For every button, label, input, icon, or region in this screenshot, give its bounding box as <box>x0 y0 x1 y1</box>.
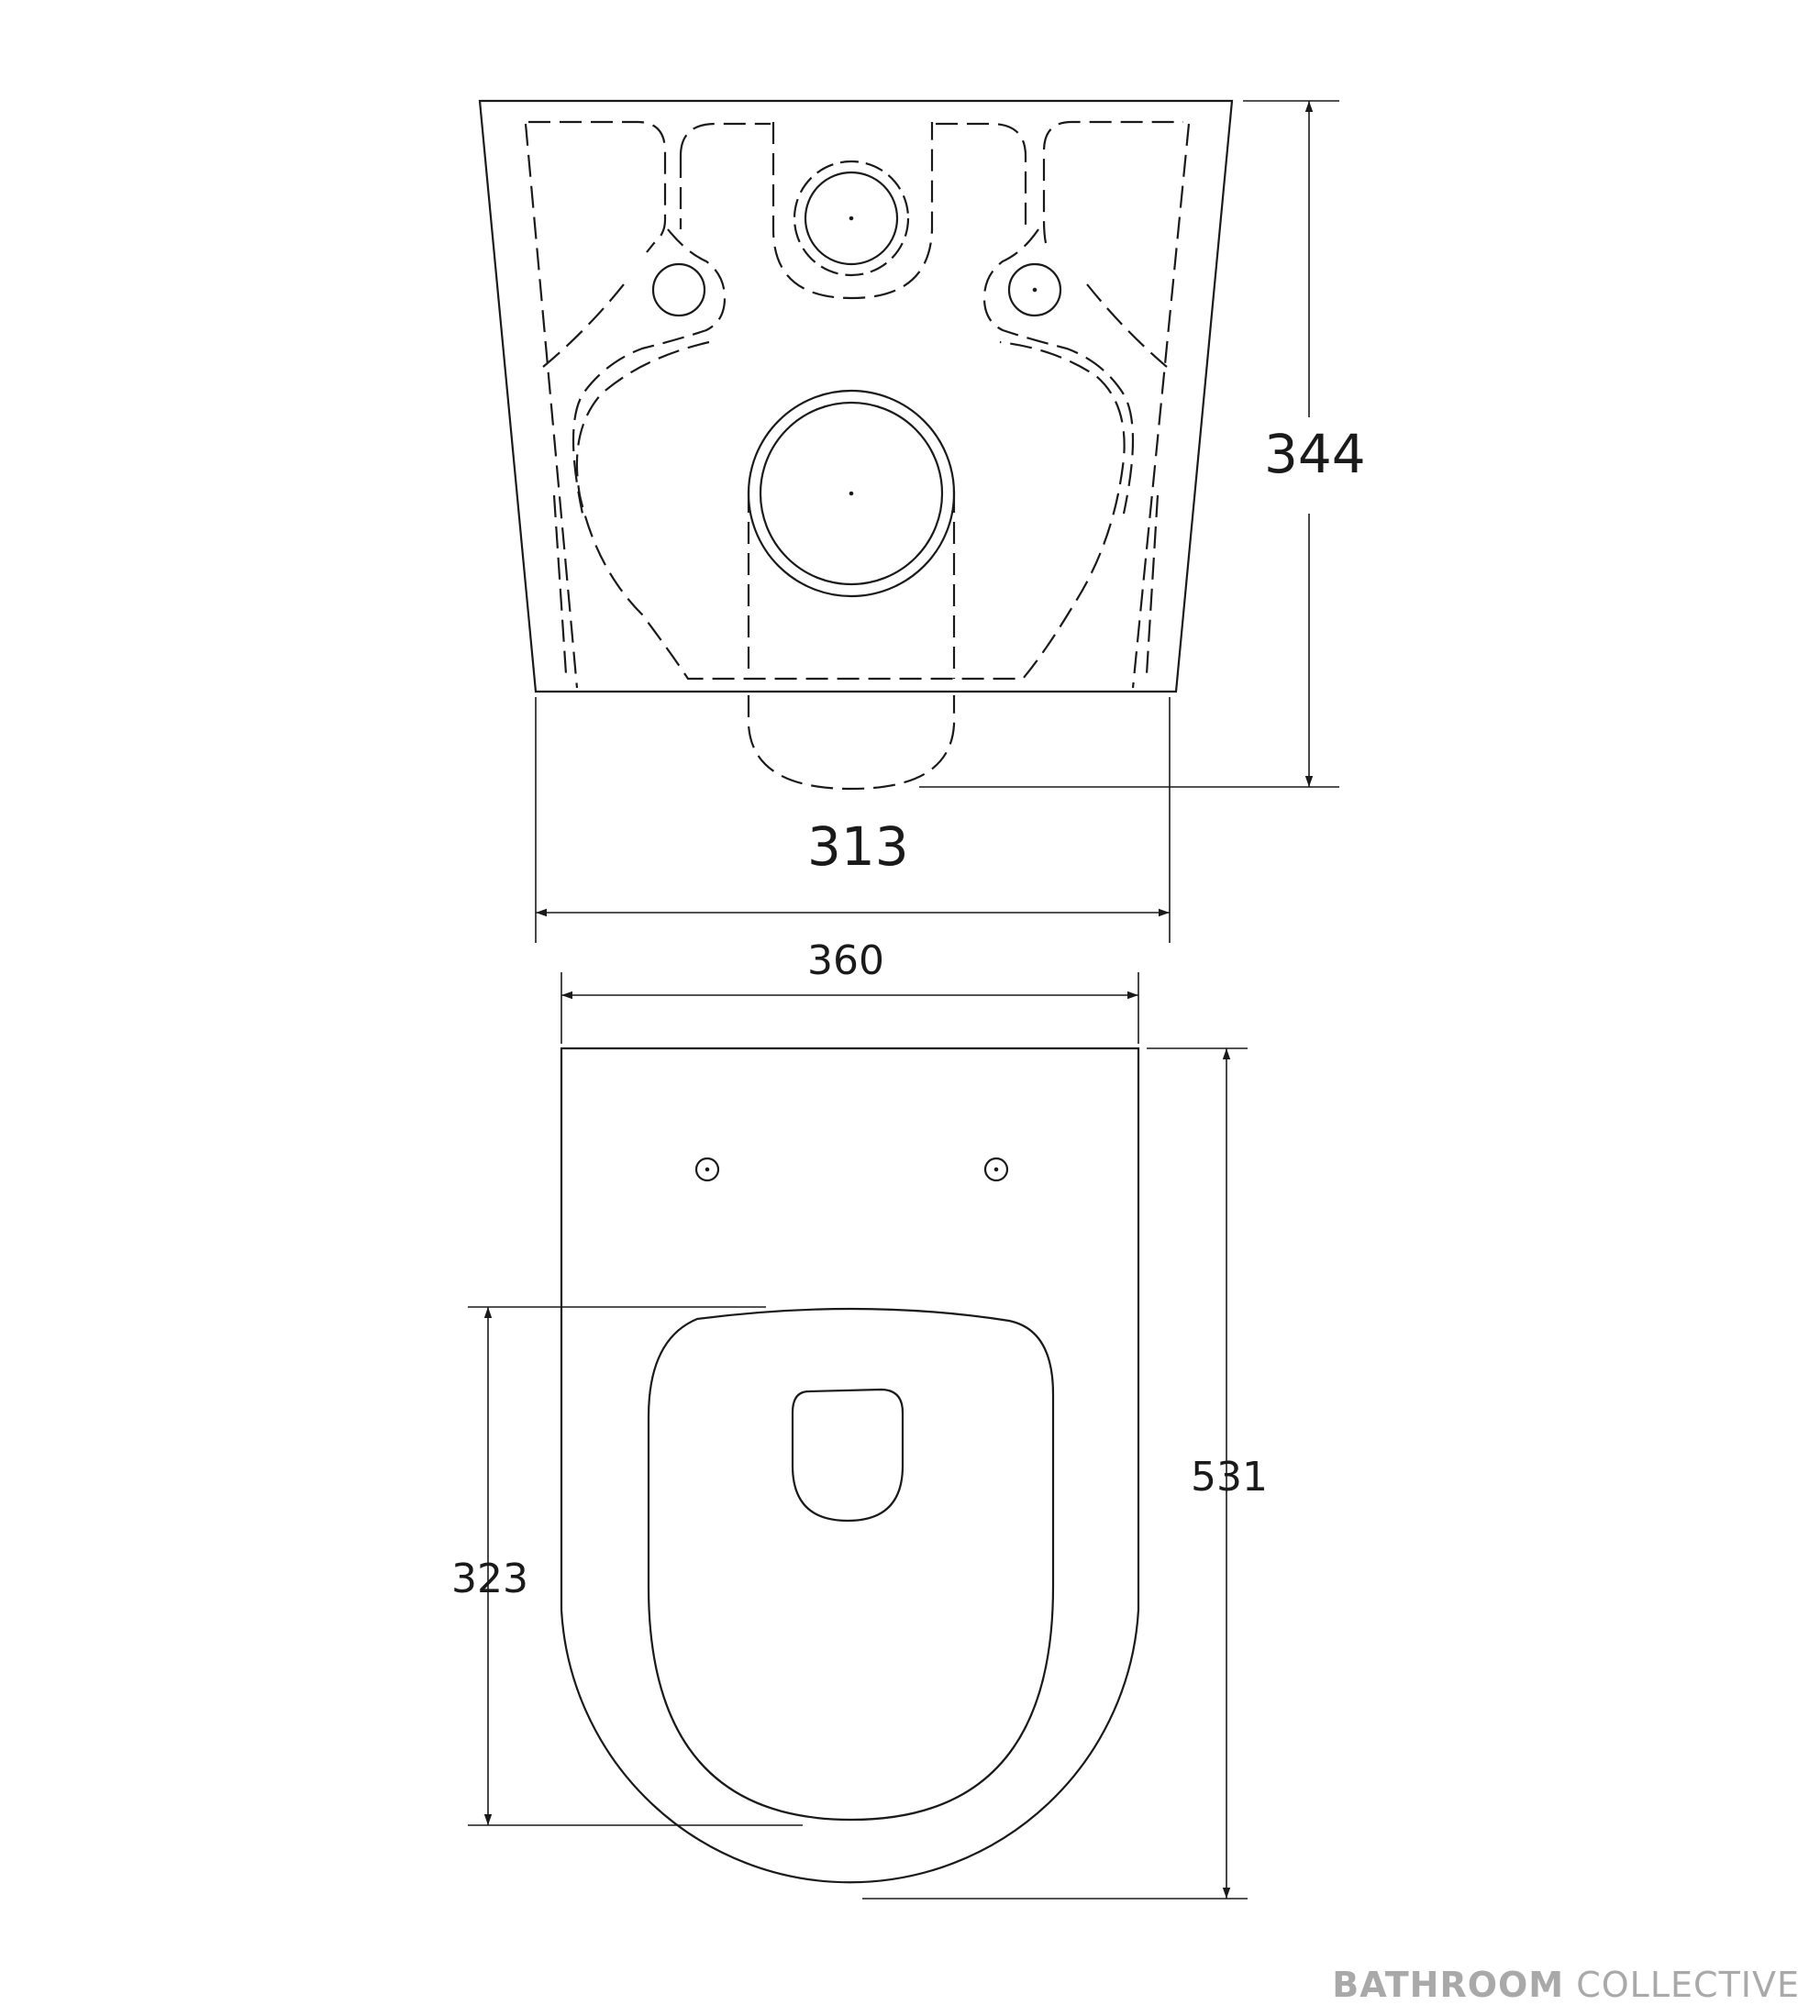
bowl-trap-outline <box>575 340 1126 681</box>
dim-344-label: 344 <box>1264 423 1366 485</box>
right-lower-line <box>1145 494 1160 675</box>
plan-dimensions <box>468 972 1248 1900</box>
left-connector <box>572 228 727 515</box>
seat-opening <box>791 1388 904 1523</box>
brand-primary: BATHROOM <box>1332 1965 1565 2005</box>
rear-view <box>478 99 1234 791</box>
brand-logo: BATHROOM COLLECTIVE <box>1332 1965 1800 2005</box>
outlet-inner-circle <box>759 401 944 586</box>
right-top-pocket <box>1042 120 1183 368</box>
plan-view <box>560 1047 1140 1884</box>
dim-323-label: 323 <box>451 1556 528 1602</box>
seat-lid <box>647 1307 1055 1822</box>
rear-dimensions <box>535 100 1339 943</box>
right-fixing-hole <box>1007 262 1062 317</box>
dim-313-label: 313 <box>807 815 909 878</box>
rear-body-outline <box>478 99 1234 693</box>
right-connector <box>982 228 1135 515</box>
right-hinge-hole <box>983 1157 1009 1182</box>
right-hinge-dot <box>993 1167 999 1172</box>
dim-531-label: 531 <box>1191 1454 1268 1501</box>
center-top-pocket <box>771 122 934 300</box>
left-fixing-hole <box>651 262 706 317</box>
left-mid-pocket <box>679 122 771 229</box>
outlet-center-dot <box>849 491 854 496</box>
right-inner-wall <box>1131 123 1191 689</box>
left-top-pocket <box>528 120 667 368</box>
inlet-inner-circle <box>804 171 899 266</box>
outlet-spigot <box>747 695 956 791</box>
plan-body-outline <box>560 1047 1140 1884</box>
outlet-outer-circle <box>747 389 956 598</box>
inlet-center-dot <box>849 216 854 221</box>
left-lower-line <box>552 494 568 675</box>
left-inner-wall <box>524 123 579 689</box>
hidden-lines <box>524 120 1191 791</box>
outlet-pipe <box>747 491 956 679</box>
right-mid-pocket <box>936 122 1027 229</box>
dim-360-label-rear: 360 <box>807 937 884 984</box>
left-hinge-hole <box>694 1157 720 1182</box>
right-fixing-dot <box>1032 287 1038 293</box>
brand-secondary: COLLECTIVE <box>1576 1965 1800 2005</box>
left-hinge-dot <box>705 1167 710 1172</box>
inlet-outer-circle <box>793 160 910 277</box>
